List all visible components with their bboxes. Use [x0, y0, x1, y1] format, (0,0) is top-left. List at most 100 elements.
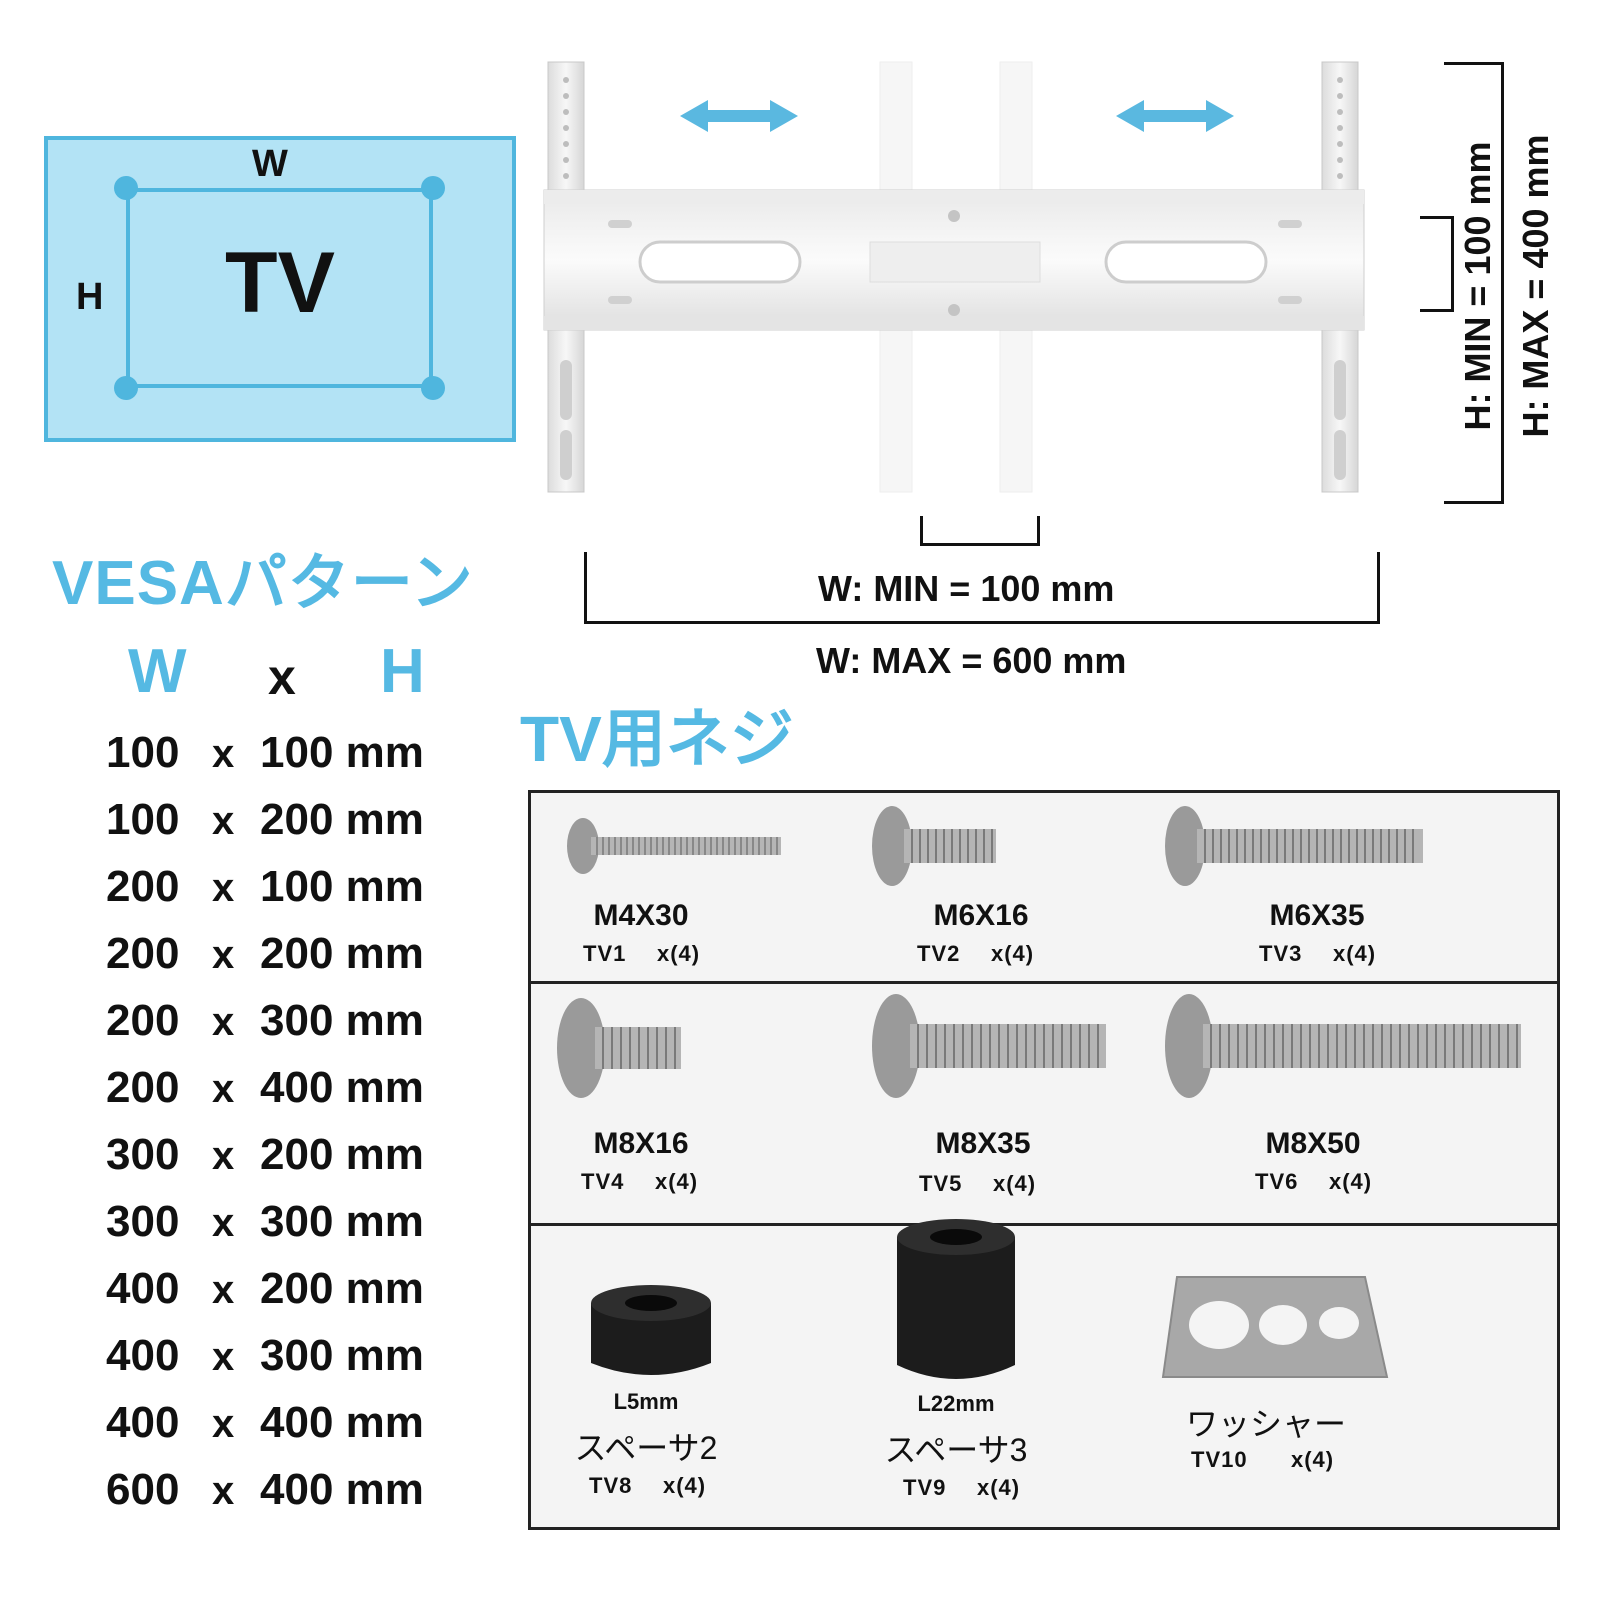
- vesa-row-height: 200 mm: [260, 929, 424, 978]
- h-max-label: H: MAX = 400 mm: [1515, 134, 1556, 438]
- vesa-pattern-title: VESAパターン: [52, 549, 474, 618]
- vesa-row-times: x: [212, 866, 235, 910]
- spacer-size: L22mm: [917, 1391, 995, 1416]
- screw-id: TV6: [1255, 1169, 1299, 1194]
- washer-name: ワッシャー: [1185, 1406, 1346, 1442]
- w-max-dimension-line: [1377, 552, 1380, 624]
- vesa-row-height: 200 mm: [260, 1130, 424, 1179]
- h-min-dimension-line: [1451, 216, 1454, 312]
- tv-width-label: W: [252, 143, 288, 185]
- h-min-dimension-line: [1420, 309, 1454, 312]
- vesa-row-height: 200 mm: [260, 1264, 424, 1313]
- vesa-row-times: x: [212, 1268, 235, 1312]
- spacer-id: TV8: [589, 1473, 633, 1498]
- vesa-pattern-row: 400 x 300 mm: [100, 1331, 440, 1391]
- vesa-hole-frame: [126, 188, 433, 388]
- screw-id: TV3: [1259, 941, 1303, 966]
- vesa-pattern-row: 200 x 200 mm: [100, 929, 440, 989]
- vesa-row-height: 400 mm: [260, 1063, 424, 1112]
- vesa-pattern-row: 300 x 200 mm: [100, 1130, 440, 1190]
- vesa-row-width: 200: [106, 996, 180, 1045]
- screw-m4x30-image: [567, 818, 781, 874]
- screw-m8x35-image: [872, 994, 1106, 1098]
- tv-screws-title: TV用ネジ: [520, 703, 794, 775]
- vesa-row-times: x: [212, 1067, 235, 1111]
- washer-plate-image: [1161, 1276, 1389, 1378]
- vesa-row-height: 200 mm: [260, 795, 424, 844]
- w-max-dimension-line: [584, 552, 587, 624]
- vesa-hole-dot: [114, 376, 138, 400]
- spacer-name: スペーサ3: [884, 1432, 1028, 1468]
- vesa-row-times: x: [212, 1335, 235, 1379]
- vesa-row-times: x: [212, 799, 235, 843]
- wall-mount-bracket-image: [543, 61, 1365, 493]
- tv-height-label: H: [76, 276, 104, 318]
- w-max-label: W: MAX = 600 mm: [816, 640, 1127, 681]
- screw-qty: x(4): [1329, 1169, 1373, 1194]
- vesa-row-times: x: [212, 1469, 235, 1513]
- screw-id: TV2: [917, 941, 961, 966]
- vesa-row-times: x: [212, 1201, 235, 1245]
- washer-id: TV10: [1191, 1447, 1248, 1472]
- vesa-row-width: 600: [106, 1465, 180, 1514]
- vesa-row-height: 400 mm: [260, 1465, 424, 1514]
- h-min-dimension-line: [1420, 216, 1454, 219]
- screw-name: M8X35: [935, 1127, 1031, 1160]
- w-min-label: W: MIN = 100 mm: [818, 568, 1115, 609]
- vesa-row-width: 400: [106, 1398, 180, 1447]
- vesa-row-width: 400: [106, 1264, 180, 1313]
- screw-m6x16-image: [872, 806, 996, 886]
- vesa-row-times: x: [212, 732, 235, 776]
- tv-label: TV: [225, 235, 335, 331]
- w-min-dimension-line: [920, 543, 1040, 546]
- vesa-row-width: 300: [106, 1197, 180, 1246]
- spacer-qty: x(4): [977, 1475, 1021, 1500]
- h-max-dimension-line: [1501, 62, 1504, 504]
- screw-name: M6X16: [933, 899, 1029, 932]
- spacer-qty: x(4): [663, 1473, 707, 1498]
- w-min-dimension-line: [920, 516, 923, 546]
- spacer-l22mm-image: [897, 1219, 1015, 1379]
- vesa-row-height: 300 mm: [260, 996, 424, 1045]
- screw-qty: x(4): [655, 1169, 699, 1194]
- w-min-dimension-line: [1037, 516, 1040, 546]
- vesa-row-height: 300 mm: [260, 1331, 424, 1380]
- w-max-dimension-line: [584, 621, 1380, 624]
- washer-qty: x(4): [1291, 1447, 1335, 1472]
- screw-qty: x(4): [991, 941, 1035, 966]
- h-max-dimension-line: [1444, 62, 1504, 65]
- vesa-header-width: W: [128, 637, 187, 706]
- vesa-pattern-row: 400 x 400 mm: [100, 1398, 440, 1458]
- hardware-panel: M4X30 TV1 x(4) M6X16 TV2 x(4) M6X35 TV3 …: [528, 790, 1560, 1530]
- screw-qty: x(4): [657, 941, 701, 966]
- screw-id: TV4: [581, 1169, 625, 1194]
- vesa-hole-dot: [421, 176, 445, 200]
- spacer-l5mm-image: [591, 1285, 711, 1375]
- vesa-row-times: x: [212, 1134, 235, 1178]
- vesa-header-times: x: [268, 649, 296, 705]
- vesa-hole-dot: [114, 176, 138, 200]
- screw-qty: x(4): [993, 1171, 1037, 1196]
- vesa-row-times: x: [212, 1402, 235, 1446]
- vesa-pattern-row: 200 x 400 mm: [100, 1063, 440, 1123]
- spacer-id: TV9: [903, 1475, 947, 1500]
- screw-m8x16-image: [557, 998, 681, 1098]
- vesa-row-width: 300: [106, 1130, 180, 1179]
- screw-id: TV5: [919, 1171, 963, 1196]
- vesa-hole-dot: [421, 376, 445, 400]
- vesa-row-width: 400: [106, 1331, 180, 1380]
- vesa-row-width: 200: [106, 929, 180, 978]
- vesa-row-times: x: [212, 933, 235, 977]
- vesa-row-width: 200: [106, 1063, 180, 1112]
- panel-divider: [531, 1223, 1557, 1226]
- vesa-header-height: H: [380, 637, 425, 706]
- screw-name: M4X30: [593, 899, 689, 932]
- vesa-row-height: 400 mm: [260, 1398, 424, 1447]
- screw-m8x50-image: [1165, 994, 1521, 1098]
- screw-name: M8X50: [1265, 1127, 1361, 1160]
- panel-divider: [531, 981, 1557, 984]
